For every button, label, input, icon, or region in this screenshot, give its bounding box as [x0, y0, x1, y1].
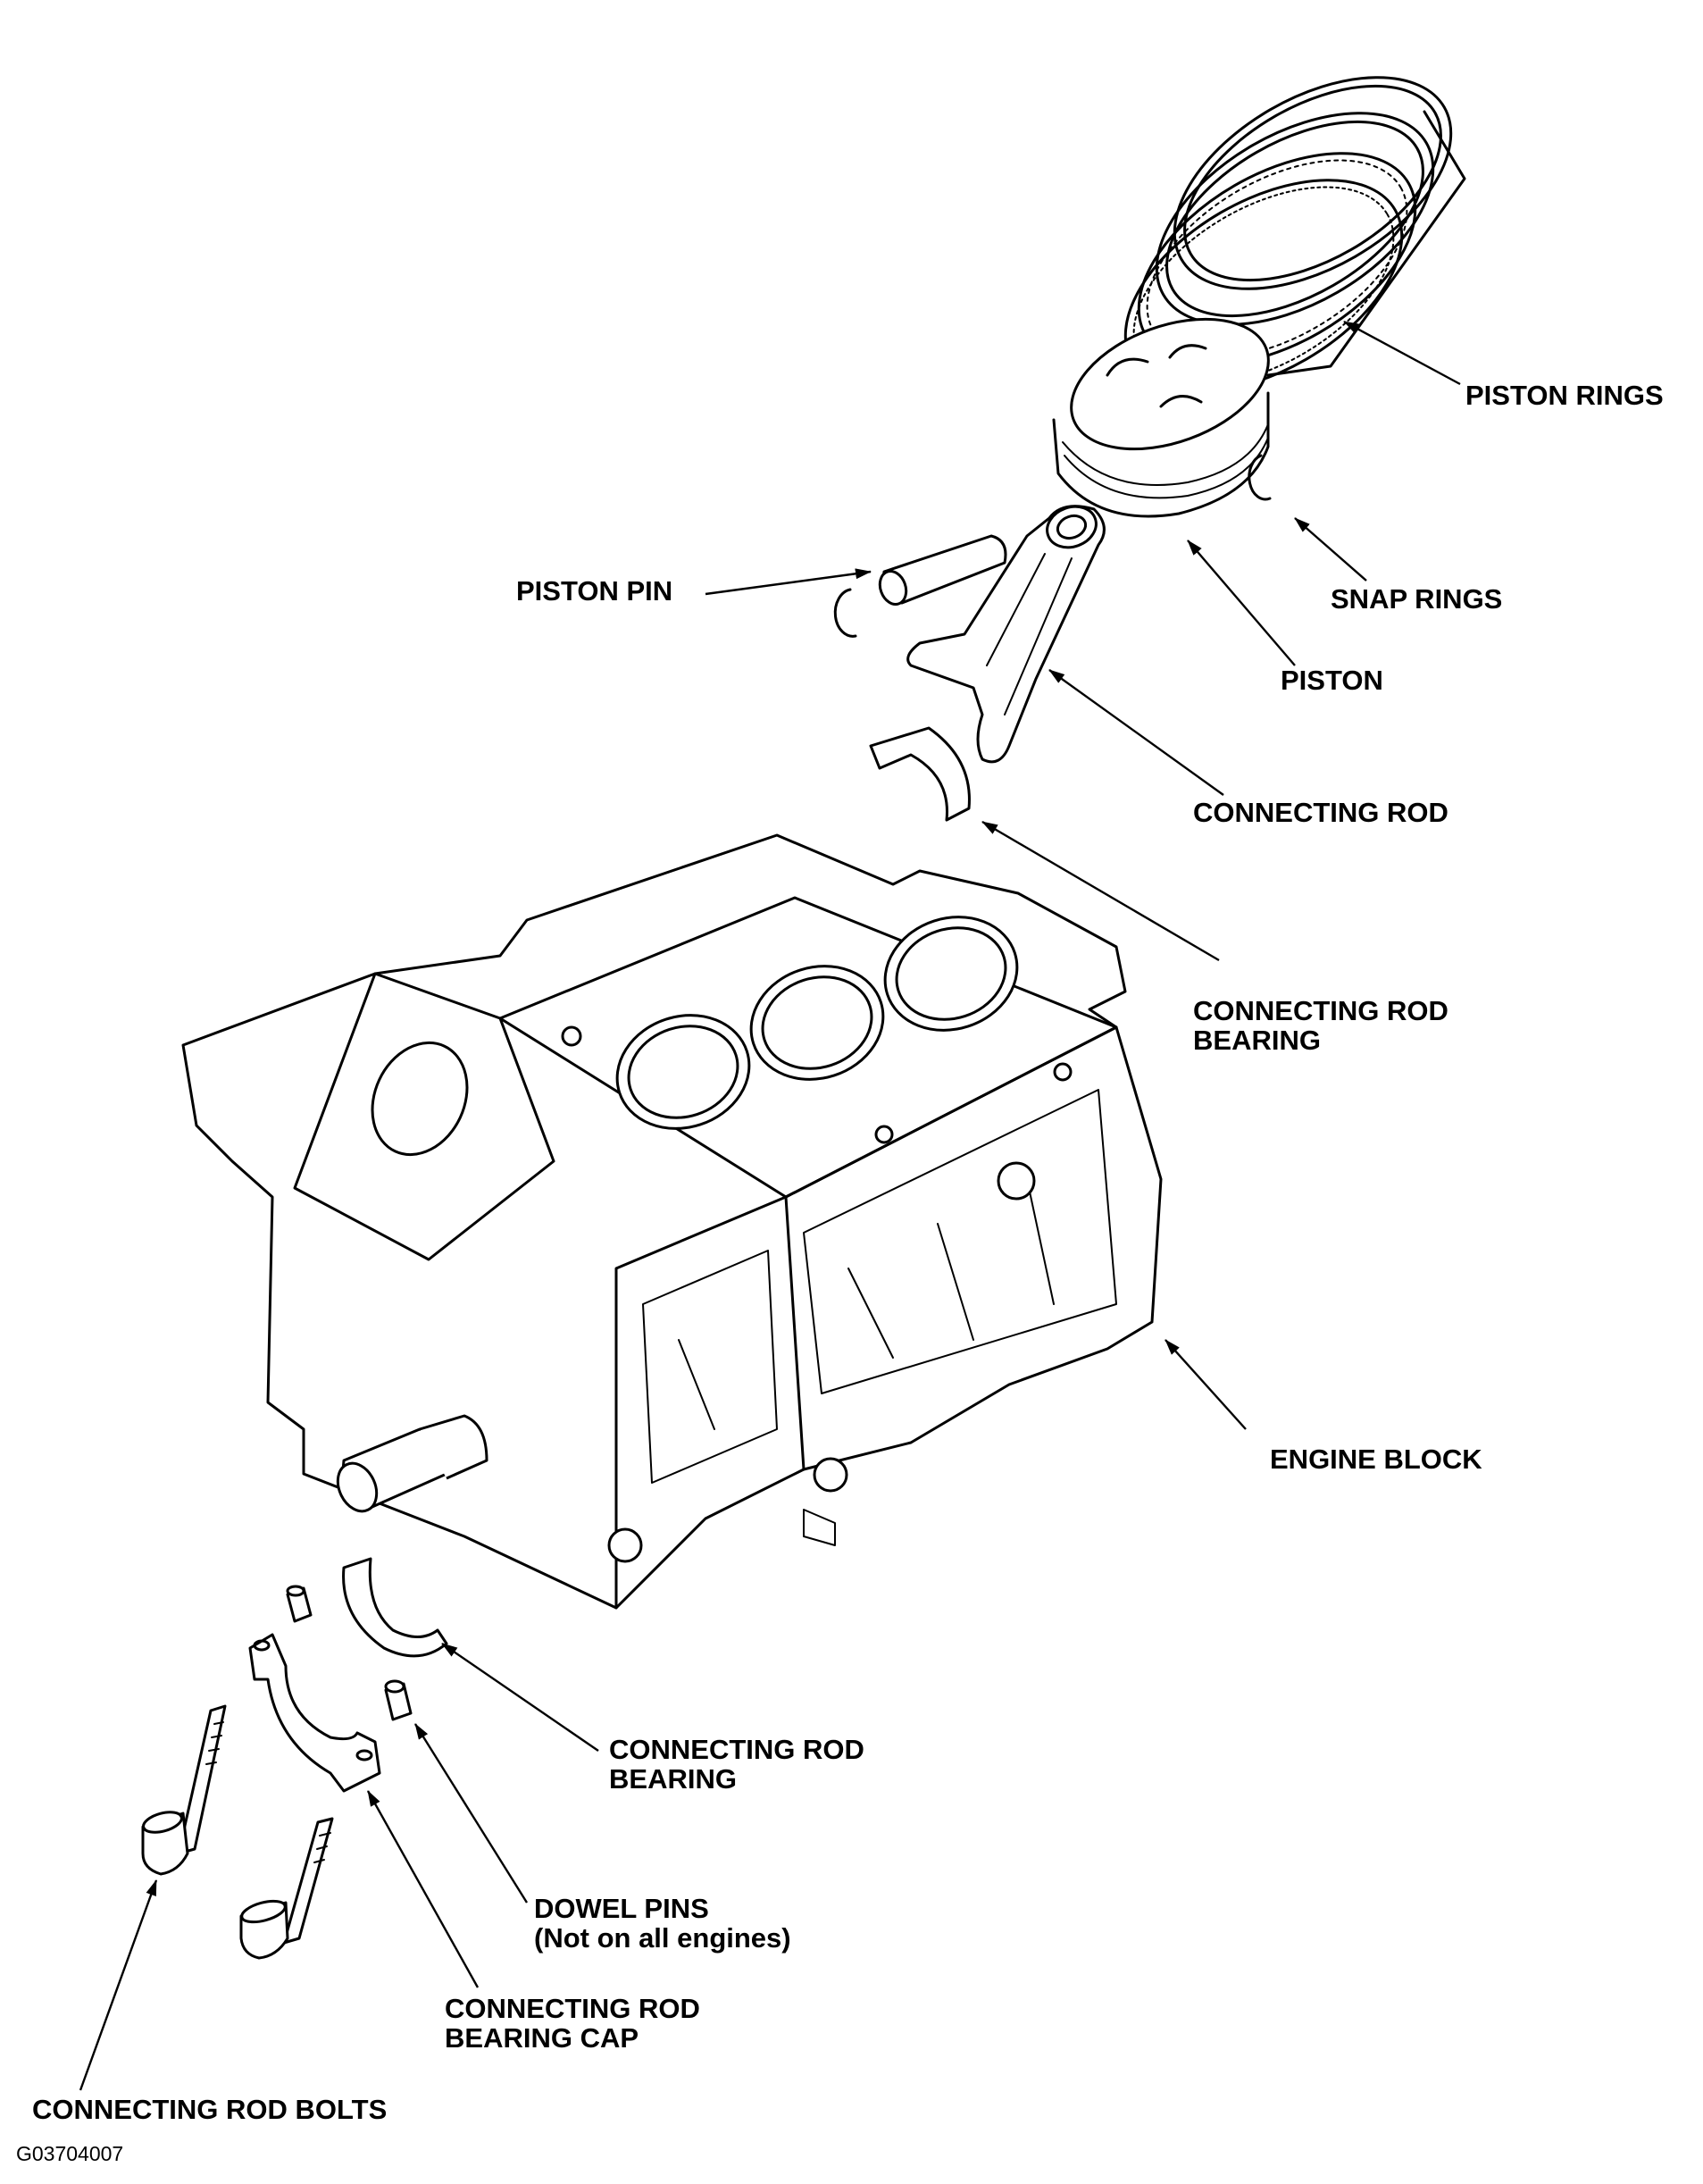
label-connecting-rod-bearing-lower: CONNECTING ROD BEARING [609, 1735, 864, 1794]
lower-bearing-shell [342, 1557, 448, 1658]
upper-bearing-shell [869, 726, 971, 822]
label-line-1: CONNECTING ROD [445, 1993, 700, 2024]
bearing-cap [248, 1633, 381, 1793]
label-piston-rings: PISTON RINGS [1465, 380, 1664, 411]
label-connecting-rod-bearing-upper: CONNECTING ROD BEARING [1193, 996, 1448, 1055]
label-connecting-rod-bolts: CONNECTING ROD BOLTS [32, 2094, 388, 2125]
connecting-rod [906, 505, 1106, 764]
label-line-2: BEARING [609, 1763, 737, 1795]
label-snap-rings: SNAP RINGS [1331, 583, 1503, 615]
leader-lines [79, 320, 1461, 2091]
label-connecting-rod-bearing-cap: CONNECTING ROD BEARING CAP [445, 1994, 700, 2053]
label-dowel-pins: DOWEL PINS (Not on all engines) [534, 1894, 791, 1953]
label-engine-block: ENGINE BLOCK [1270, 1443, 1482, 1475]
label-piston: PISTON [1281, 665, 1383, 696]
label-connecting-rod: CONNECTING ROD [1193, 797, 1448, 828]
label-line-1: DOWEL PINS [534, 1893, 709, 1924]
label-line-1: CONNECTING ROD [609, 1734, 864, 1765]
piston-pin [833, 534, 1007, 638]
label-line-2: (Not on all engines) [534, 1922, 791, 1954]
connecting-rod-bolts [141, 1704, 334, 1960]
dowel-pins [286, 1585, 413, 1721]
figure-code: G03704007 [16, 2142, 124, 2165]
label-line-2: BEARING [1193, 1025, 1321, 1056]
label-piston-pin: PISTON PIN [516, 575, 673, 607]
engine-block [181, 833, 1163, 1610]
label-line-2: BEARING CAP [445, 2022, 639, 2054]
label-line-1: CONNECTING ROD [1193, 995, 1448, 1026]
piston [1052, 317, 1272, 518]
